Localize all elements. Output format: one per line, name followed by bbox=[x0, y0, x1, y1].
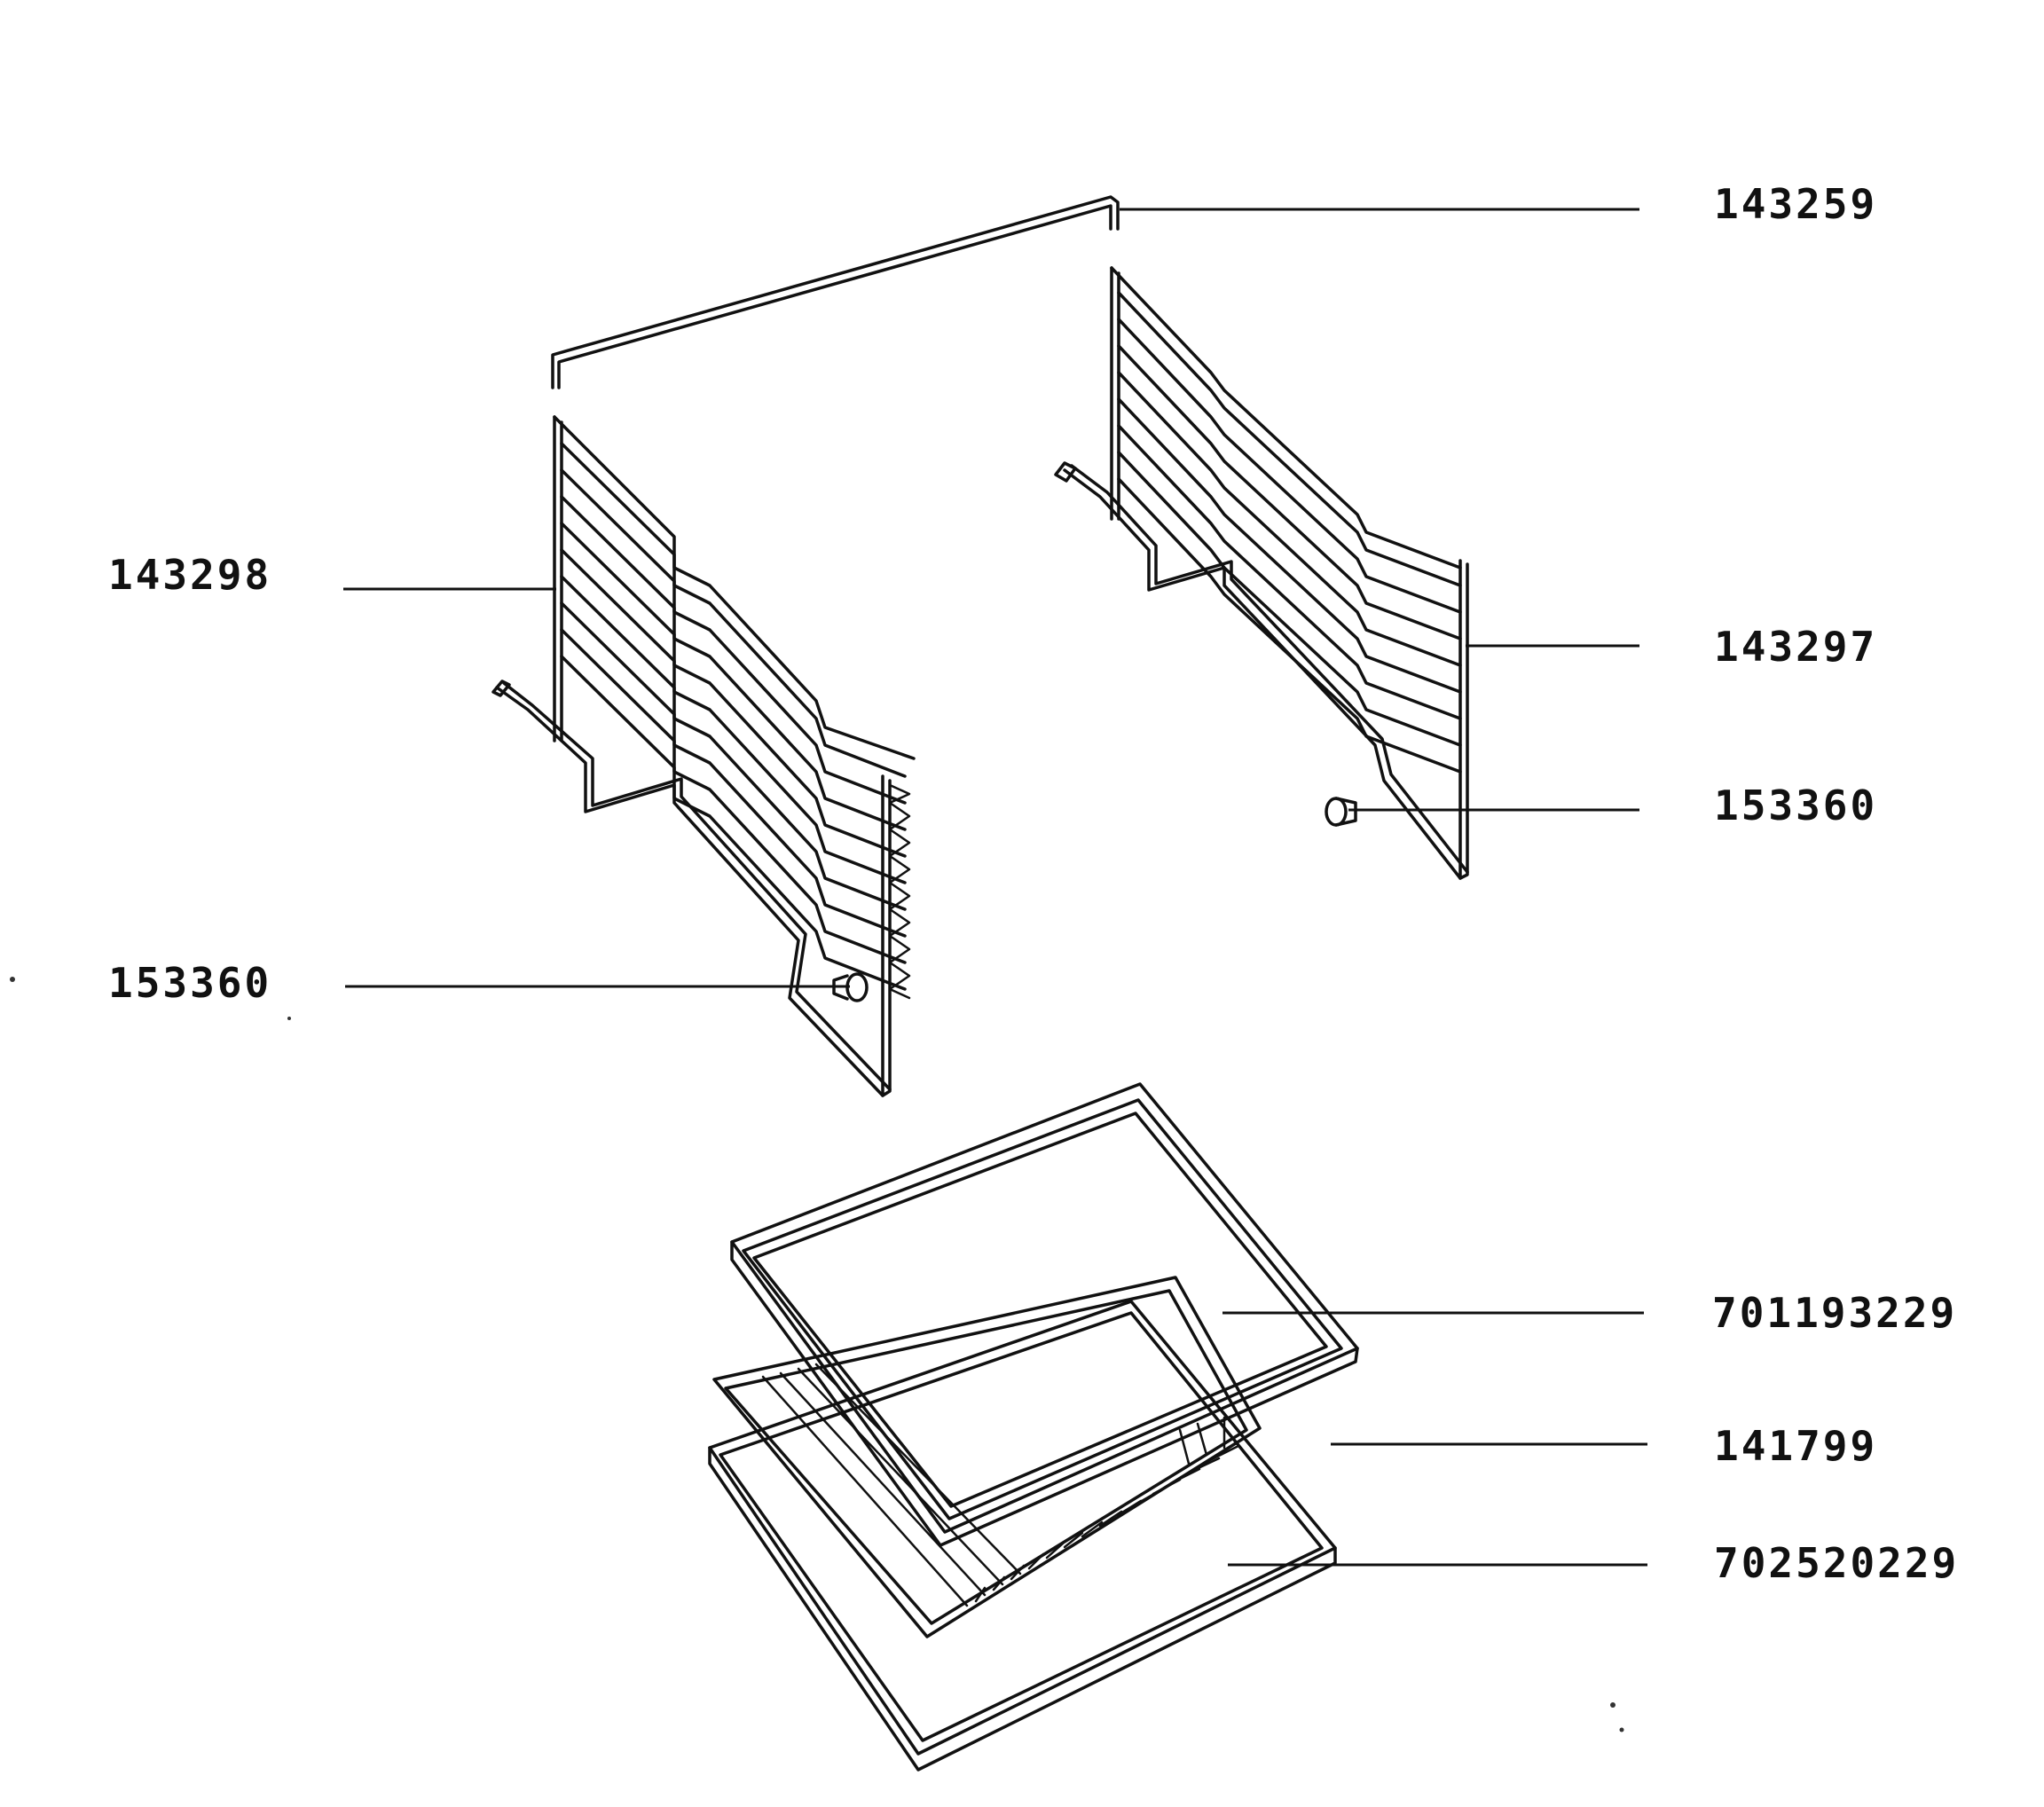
enamel-tray-part bbox=[730, 1082, 1359, 1547]
part-number-right-rack-fixing-screw: 153360 bbox=[1714, 782, 1877, 829]
scan-speck bbox=[1610, 1702, 1616, 1708]
part-number-enamel-tray: 701193229 bbox=[1712, 1289, 1957, 1337]
scan-speck bbox=[10, 977, 15, 982]
part-number-drip-pan: 702520229 bbox=[1714, 1539, 1959, 1587]
wire-shelf-part bbox=[712, 1276, 1262, 1638]
drip-pan-part bbox=[708, 1300, 1337, 1772]
scan-speck bbox=[1619, 1727, 1624, 1732]
part-number-top-rod: 143259 bbox=[1714, 180, 1877, 228]
part-number-left-side-rack: 143298 bbox=[108, 551, 271, 599]
part-number-right-side-rack: 143297 bbox=[1714, 623, 1877, 671]
top-rod-part bbox=[551, 195, 1120, 389]
right-rack-fixing-screw-part bbox=[1325, 797, 1357, 827]
part-number-wire-shelf: 141799 bbox=[1714, 1422, 1877, 1470]
part-number-left-rack-fixing-screw: 153360 bbox=[108, 959, 271, 1007]
scan-speck bbox=[287, 1017, 291, 1020]
left-side-rack-part bbox=[491, 415, 916, 1097]
right-side-rack-part bbox=[1054, 266, 1469, 880]
